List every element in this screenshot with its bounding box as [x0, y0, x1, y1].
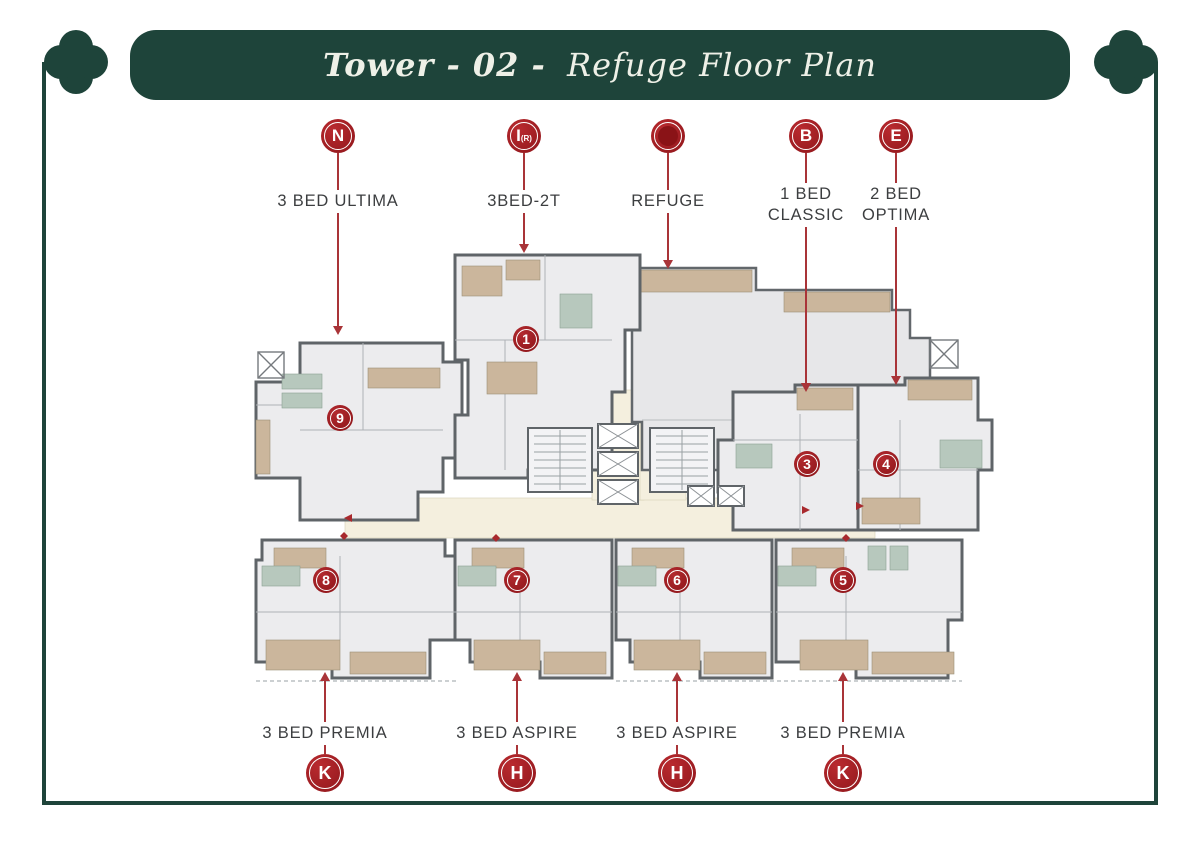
title-banner: Tower - 02 - Refuge Floor Plan	[130, 30, 1070, 100]
arrow-up-icon	[512, 672, 522, 681]
callout-refuge: REFUGE	[598, 119, 738, 269]
callout-3bed-aspire-right: 3 BED ASPIRE H	[607, 672, 747, 792]
unit-number-6: 6	[664, 567, 690, 593]
unit-number-4: 4	[873, 451, 899, 477]
badge-letter: B	[799, 126, 813, 145]
callout-1bed-classic: B 1 BED CLASSIC	[756, 119, 856, 392]
badge-letter: H	[670, 762, 684, 783]
arrow-down-icon	[333, 326, 343, 335]
connector-line	[516, 745, 518, 754]
connector-line	[324, 745, 326, 754]
bathrooms	[261, 293, 983, 587]
connector-line	[676, 681, 678, 722]
unit-type-badge-H: H	[498, 754, 536, 792]
unit-type-badge-IR: I(R)	[507, 119, 541, 153]
unit-number-text: 3	[803, 456, 811, 472]
callout-3bed-aspire-left: 3 BED ASPIRE H	[447, 672, 587, 792]
badge-letter: N	[331, 126, 345, 145]
unit-type-badge-B: B	[789, 119, 823, 153]
callout-3bed-premia-left: 3 BED PREMIA K	[255, 672, 395, 792]
unit-number-1: 1	[513, 326, 539, 352]
unit-number-3: 3	[794, 451, 820, 477]
unit-type-label: 3 BED ULTIMA	[277, 192, 399, 210]
connector-line	[667, 213, 669, 260]
unit-number-9: 9	[327, 405, 353, 431]
arrow-down-icon	[663, 260, 673, 269]
connector-line	[337, 213, 339, 326]
unit-type-label: 3 BED ASPIRE	[616, 724, 738, 742]
unit-type-label: 1 BED CLASSIC	[767, 185, 845, 224]
callout-3bed-ultima: N 3 BED ULTIMA	[268, 119, 408, 335]
refuge-badge	[651, 119, 685, 153]
balconies	[255, 259, 973, 675]
callout-3bed-premia-right: 3 BED PREMIA K	[773, 672, 913, 792]
arrow-down-icon	[891, 376, 901, 385]
unit-type-badge-K: K	[824, 754, 862, 792]
door-markers	[340, 502, 864, 542]
connector-line	[324, 681, 326, 722]
unit-number-5: 5	[830, 567, 856, 593]
page-border	[42, 62, 1158, 805]
connector-line	[667, 153, 669, 190]
callout-2bed-optima: E 2 BED OPTIMA	[846, 119, 946, 385]
connector-line	[842, 681, 844, 722]
badge-letter: I	[516, 126, 521, 145]
quatrefoil-ornament-left	[44, 30, 108, 94]
connector-line	[676, 745, 678, 754]
connector-line	[895, 227, 897, 376]
unit-type-label: 2 BED OPTIMA	[861, 185, 931, 224]
connector-line	[523, 213, 525, 244]
unit-number-7: 7	[504, 567, 530, 593]
page-title: Tower - 02 - Refuge Floor Plan	[323, 46, 877, 84]
badge-letter: E	[890, 126, 902, 145]
connector-line	[516, 681, 518, 722]
unit-type-badge-K: K	[306, 754, 344, 792]
unit-number-text: 7	[513, 572, 521, 588]
badge-letter: K	[318, 762, 332, 783]
unit-number-text: 6	[673, 572, 681, 588]
connector-line	[805, 227, 807, 383]
callout-3bed-2t: I(R) 3BED-2T	[454, 119, 594, 253]
unit-type-label: 3BED-2T	[487, 192, 561, 210]
arrow-up-icon	[320, 672, 330, 681]
unit-type-label: 3 BED PREMIA	[780, 724, 906, 742]
connector-line	[337, 153, 339, 190]
arrow-down-icon	[801, 383, 811, 392]
connector-line	[895, 153, 897, 183]
arrow-down-icon	[519, 244, 529, 253]
ac-ledges	[257, 339, 959, 379]
unit-type-label: 3 BED ASPIRE	[456, 724, 578, 742]
arrow-up-icon	[838, 672, 848, 681]
badge-letter: K	[836, 762, 850, 783]
arrow-up-icon	[672, 672, 682, 681]
unit-number-text: 1	[522, 331, 530, 347]
quatrefoil-ornament-right	[1094, 30, 1158, 94]
title-tower: Tower - 02 -	[323, 46, 546, 84]
unit-number-text: 5	[839, 572, 847, 588]
unit-type-badge-N: N	[321, 119, 355, 153]
badge-subscript: (R)	[520, 134, 532, 143]
unit-type-label: 3 BED PREMIA	[262, 724, 388, 742]
unit-number-text: 9	[336, 410, 344, 426]
connector-line	[523, 153, 525, 190]
refuge-label: REFUGE	[631, 192, 705, 210]
unit-number-text: 4	[882, 456, 890, 472]
unit-number-text: 8	[322, 572, 330, 588]
connector-line	[842, 745, 844, 754]
unit-type-badge-E: E	[879, 119, 913, 153]
unit-type-badge-H: H	[658, 754, 696, 792]
title-plan-name: Refuge Floor Plan	[566, 46, 877, 84]
badge-letter: H	[510, 762, 524, 783]
core-stairs-lifts	[527, 423, 745, 507]
unit-number-8: 8	[313, 567, 339, 593]
connector-line	[805, 153, 807, 183]
